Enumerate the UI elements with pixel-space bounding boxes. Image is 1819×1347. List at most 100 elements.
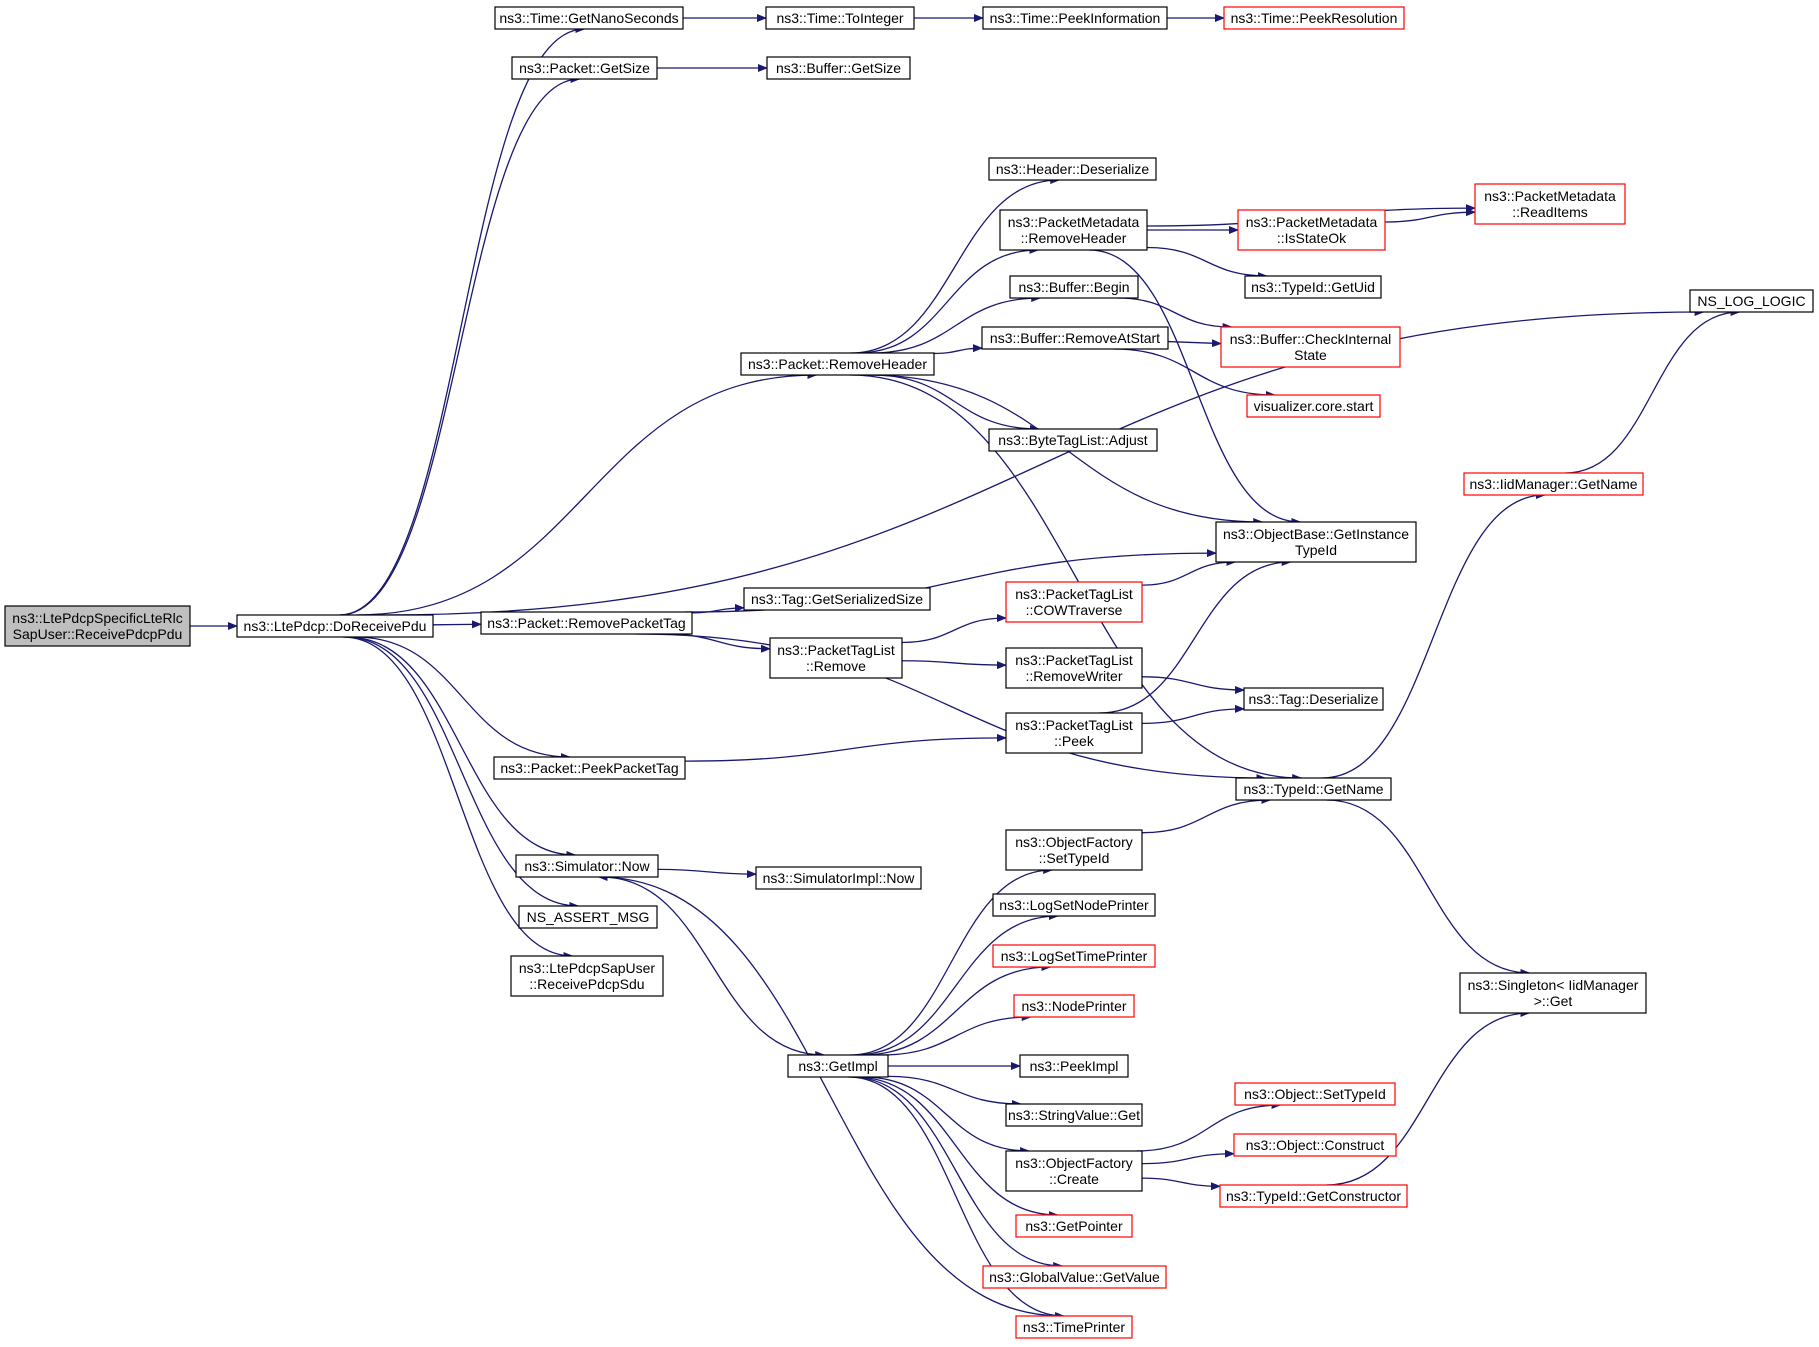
node-box[interactable]: [515, 854, 659, 878]
node-simulatorNow[interactable]: ns3::Simulator::Now: [515, 854, 659, 878]
node-visualizerStart[interactable]: visualizer.core.start: [1246, 394, 1381, 418]
node-bufferRemoveAtStart[interactable]: ns3::Buffer::RemoveAtStart: [981, 326, 1169, 350]
node-box[interactable]: [1244, 275, 1382, 299]
node-tagGetSerializedSize[interactable]: ns3::Tag::GetSerializedSize: [743, 587, 931, 611]
node-nodePrinter[interactable]: ns3::NodePrinter: [1013, 994, 1135, 1018]
node-box[interactable]: [510, 955, 664, 997]
node-box[interactable]: [4, 605, 191, 647]
node-box[interactable]: [1005, 712, 1143, 754]
node-box[interactable]: [1005, 581, 1143, 623]
node-box[interactable]: [755, 866, 922, 890]
node-box[interactable]: [1689, 289, 1814, 313]
node-box[interactable]: [236, 614, 434, 638]
node-box[interactable]: [1015, 1214, 1133, 1238]
node-getImpl[interactable]: ns3::GetImpl: [787, 1054, 889, 1078]
node-logSetNodePrinter[interactable]: ns3::LogSetNodePrinter: [992, 893, 1156, 917]
node-box[interactable]: [1474, 183, 1626, 225]
node-tagDeserialize[interactable]: ns3::Tag::Deserialize: [1243, 687, 1384, 711]
node-nsAssertMsg[interactable]: NS_ASSERT_MSG: [518, 905, 658, 929]
node-doReceivePdu[interactable]: ns3::LtePdcp::DoReceivePdu: [236, 614, 434, 638]
node-typeIdGetUid[interactable]: ns3::TypeId::GetUid: [1244, 275, 1382, 299]
node-box[interactable]: [982, 1265, 1167, 1289]
node-box[interactable]: [1019, 1054, 1129, 1078]
node-typeIdGetConstructor[interactable]: ns3::TypeId::GetConstructor: [1219, 1184, 1408, 1208]
node-box[interactable]: [1009, 275, 1139, 299]
node-box[interactable]: [1235, 777, 1392, 801]
node-bufferBegin[interactable]: ns3::Buffer::Begin: [1009, 275, 1139, 299]
node-peekInformation[interactable]: ns3::Time::PeekInformation: [982, 6, 1168, 30]
node-nsLogLogic[interactable]: NS_LOG_LOGIC: [1689, 289, 1814, 313]
node-headerDeserialize[interactable]: ns3::Header::Deserialize: [988, 157, 1157, 181]
node-box[interactable]: [1233, 1133, 1397, 1157]
node-objectSetTypeId[interactable]: ns3::Object::SetTypeId: [1234, 1082, 1396, 1106]
node-getPointer[interactable]: ns3::GetPointer: [1015, 1214, 1133, 1238]
node-toInteger[interactable]: ns3::Time::ToInteger: [765, 6, 915, 30]
node-box[interactable]: [1215, 521, 1417, 563]
node-box[interactable]: [1220, 326, 1401, 368]
node-singletonGet[interactable]: ns3::Singleton< IidManager>::Get: [1459, 972, 1647, 1014]
node-pmRemoveHeader[interactable]: ns3::PacketMetadata::RemoveHeader: [999, 209, 1148, 251]
node-ofSetTypeId[interactable]: ns3::ObjectFactory::SetTypeId: [1005, 829, 1143, 871]
node-packetGetSize[interactable]: ns3::Packet::GetSize: [511, 56, 658, 80]
node-ptlRemoveWriter[interactable]: ns3::PacketTagList::RemoveWriter: [1005, 647, 1143, 689]
node-box[interactable]: [992, 893, 1156, 917]
node-box[interactable]: [518, 905, 658, 929]
node-box[interactable]: [1005, 1150, 1143, 1192]
node-logSetTimePrinter[interactable]: ns3::LogSetTimePrinter: [992, 944, 1156, 968]
node-box[interactable]: [999, 209, 1148, 251]
node-box[interactable]: [1013, 994, 1135, 1018]
node-pmReadItems[interactable]: ns3::PacketMetadata::ReadItems: [1474, 183, 1626, 225]
node-root[interactable]: ns3::LtePdcpSpecificLteRlcSapUser::Recei…: [4, 605, 191, 647]
node-box[interactable]: [769, 637, 903, 679]
node-box[interactable]: [1234, 1082, 1396, 1106]
node-box[interactable]: [1219, 1184, 1408, 1208]
node-pdcpSapReceiveSdu[interactable]: ns3::LtePdcpSapUser::ReceivePdcpSdu: [510, 955, 664, 997]
node-box[interactable]: [1463, 472, 1644, 496]
node-packetRemoveHeader[interactable]: ns3::Packet::RemoveHeader: [740, 352, 935, 376]
node-typeIdGetName[interactable]: ns3::TypeId::GetName: [1235, 777, 1392, 801]
node-box[interactable]: [1005, 829, 1143, 871]
node-box[interactable]: [981, 326, 1169, 350]
node-box[interactable]: [988, 428, 1158, 452]
node-box[interactable]: [766, 56, 911, 80]
node-box[interactable]: [480, 611, 693, 635]
node-timePrinter[interactable]: ns3::TimePrinter: [1015, 1315, 1133, 1339]
node-box[interactable]: [992, 944, 1156, 968]
node-box[interactable]: [1005, 647, 1143, 689]
node-box[interactable]: [743, 587, 931, 611]
node-ptlCowTraverse[interactable]: ns3::PacketTagList::COWTraverse: [1005, 581, 1143, 623]
node-byteTagListAdjust[interactable]: ns3::ByteTagList::Adjust: [988, 428, 1158, 452]
node-box[interactable]: [1243, 687, 1384, 711]
node-ofCreate[interactable]: ns3::ObjectFactory::Create: [1005, 1150, 1143, 1192]
node-globalValueGetValue[interactable]: ns3::GlobalValue::GetValue: [982, 1265, 1167, 1289]
node-ptlPeek[interactable]: ns3::PacketTagList::Peek: [1005, 712, 1143, 754]
node-box[interactable]: [1223, 6, 1405, 30]
node-box[interactable]: [988, 157, 1157, 181]
node-box[interactable]: [1246, 394, 1381, 418]
node-box[interactable]: [765, 6, 915, 30]
node-peekImpl[interactable]: ns3::PeekImpl: [1019, 1054, 1129, 1078]
node-simImplNow[interactable]: ns3::SimulatorImpl::Now: [755, 866, 922, 890]
node-box[interactable]: [1015, 1315, 1133, 1339]
node-objectConstruct[interactable]: ns3::Object::Construct: [1233, 1133, 1397, 1157]
node-ptlRemove[interactable]: ns3::PacketTagList::Remove: [769, 637, 903, 679]
node-box[interactable]: [740, 352, 935, 376]
node-removePacketTag[interactable]: ns3::Packet::RemovePacketTag: [480, 611, 693, 635]
node-peekPacketTag[interactable]: ns3::Packet::PeekPacketTag: [493, 756, 686, 780]
node-box[interactable]: [494, 6, 684, 30]
node-box[interactable]: [982, 6, 1168, 30]
node-box[interactable]: [1237, 209, 1386, 251]
node-bufferGetSize[interactable]: ns3::Buffer::GetSize: [766, 56, 911, 80]
node-pmIsStateOk[interactable]: ns3::PacketMetadata::IsStateOk: [1237, 209, 1386, 251]
node-box[interactable]: [511, 56, 658, 80]
node-box[interactable]: [1459, 972, 1647, 1014]
node-box[interactable]: [1005, 1103, 1143, 1127]
node-peekResolution[interactable]: ns3::Time::PeekResolution: [1223, 6, 1405, 30]
node-box[interactable]: [787, 1054, 889, 1078]
node-getNanoSeconds[interactable]: ns3::Time::GetNanoSeconds: [494, 6, 684, 30]
node-box[interactable]: [493, 756, 686, 780]
node-iidGetName[interactable]: ns3::IidManager::GetName: [1463, 472, 1644, 496]
node-stringValueGet[interactable]: ns3::StringValue::Get: [1005, 1103, 1143, 1127]
